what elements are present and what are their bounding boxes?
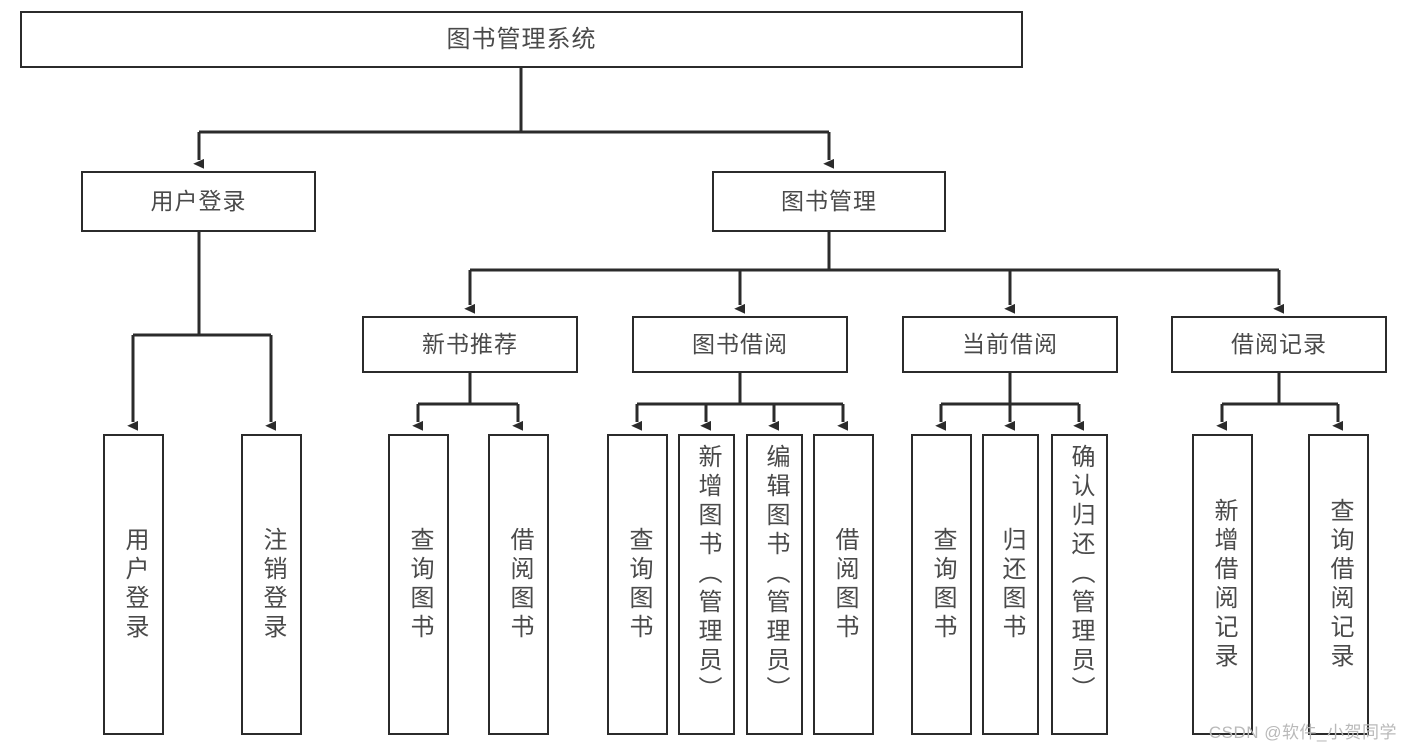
- node-label: 图书借阅: [692, 331, 788, 357]
- node-label: 当前借阅: [962, 331, 1058, 357]
- leaf-query-borrow-record[interactable]: 查询借阅记录: [1308, 434, 1369, 735]
- node-book-borrow[interactable]: 图书借阅: [632, 316, 848, 373]
- node-label: 用户登录: [120, 526, 148, 643]
- node-root-book-management-system[interactable]: 图书管理系统: [20, 11, 1023, 68]
- node-new-book-recommend[interactable]: 新书推荐: [362, 316, 578, 373]
- node-label: 新增借阅记录: [1209, 497, 1237, 672]
- node-label: 查询图书: [624, 526, 652, 643]
- leaf-borrow-book-borrow[interactable]: 借阅图书: [813, 434, 874, 735]
- node-label: 编辑图书（管理员）: [761, 444, 789, 705]
- leaf-logout-login[interactable]: 注销登录: [241, 434, 302, 735]
- leaf-query-book-recommend[interactable]: 查询图书: [388, 434, 449, 735]
- leaf-add-book-admin[interactable]: 新增图书（管理员）: [678, 434, 735, 735]
- node-user-login[interactable]: 用户登录: [81, 171, 316, 232]
- node-label: 图书管理: [781, 188, 877, 214]
- leaf-return-book[interactable]: 归还图书: [982, 434, 1039, 735]
- node-label: 借阅图书: [505, 526, 533, 643]
- node-current-borrow[interactable]: 当前借阅: [902, 316, 1118, 373]
- node-label: 图书管理系统: [446, 25, 597, 53]
- node-label: 查询借阅记录: [1325, 497, 1353, 672]
- leaf-query-book-borrow[interactable]: 查询图书: [607, 434, 668, 735]
- leaf-add-borrow-record[interactable]: 新增借阅记录: [1192, 434, 1253, 735]
- node-label: 借阅图书: [830, 526, 858, 643]
- node-label: 确认归还（管理员）: [1066, 444, 1094, 705]
- node-label: 借阅记录: [1231, 331, 1327, 357]
- node-label: 归还图书: [997, 526, 1025, 643]
- leaf-edit-book-admin[interactable]: 编辑图书（管理员）: [746, 434, 803, 735]
- node-label: 查询图书: [405, 526, 433, 643]
- node-label: 用户登录: [150, 188, 247, 214]
- node-borrow-record[interactable]: 借阅记录: [1171, 316, 1387, 373]
- leaf-user-login[interactable]: 用户登录: [103, 434, 164, 735]
- node-label: 新增图书（管理员）: [693, 444, 721, 705]
- leaf-confirm-return-admin[interactable]: 确认归还（管理员）: [1051, 434, 1108, 735]
- node-label: 新书推荐: [422, 331, 518, 357]
- watermark-text: CSDN @软件_小贺同学: [1208, 723, 1397, 742]
- node-label: 查询图书: [928, 526, 956, 643]
- leaf-borrow-book-recommend[interactable]: 借阅图书: [488, 434, 549, 735]
- node-book-management[interactable]: 图书管理: [712, 171, 946, 232]
- node-label: 注销登录: [258, 526, 286, 643]
- leaf-query-book-current[interactable]: 查询图书: [911, 434, 972, 735]
